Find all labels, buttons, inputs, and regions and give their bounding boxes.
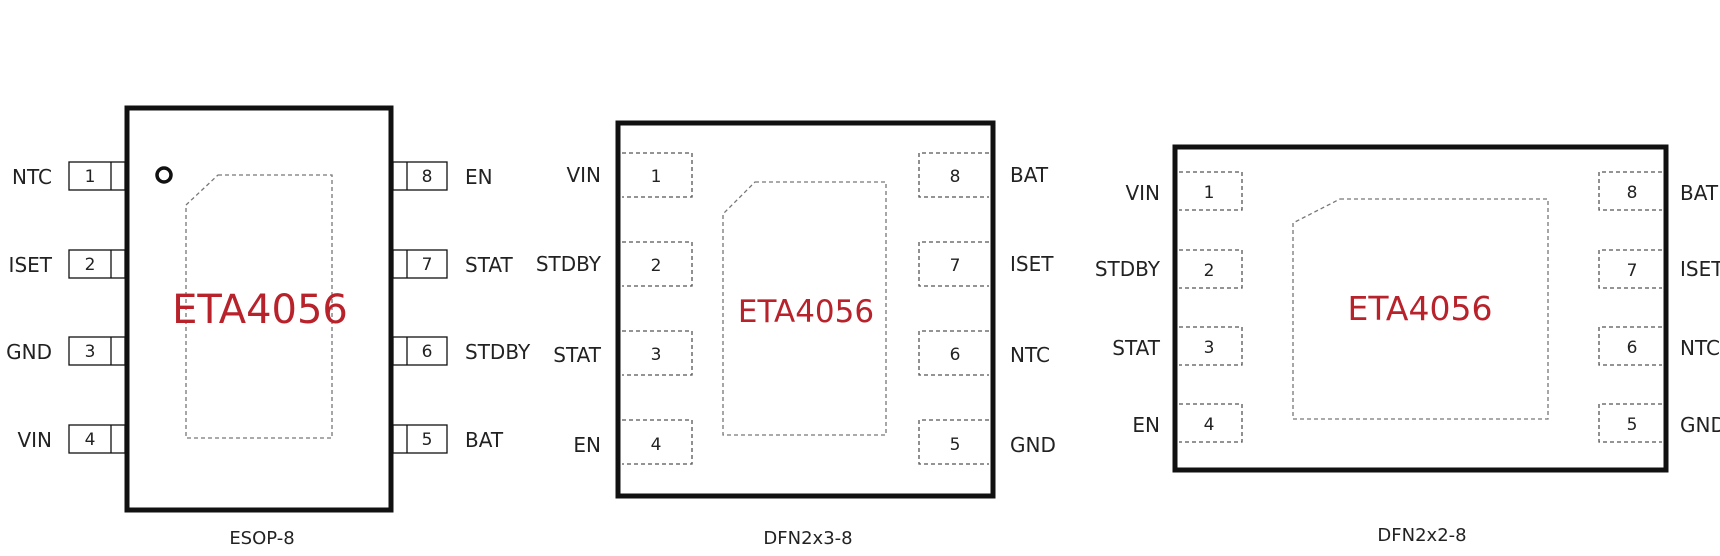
pin-number: 4 [85, 430, 96, 450]
pin-number: 2 [85, 255, 96, 275]
pin-name: EN [573, 433, 601, 457]
pin-6: 6 NTC [1598, 326, 1720, 366]
package-esop8: ETA4056 ESOP-8 1 NTC 2 ISET 3 GND 4 VIN [6, 105, 531, 549]
pin-number: 7 [1627, 261, 1638, 281]
pin-4: 4 EN [1132, 403, 1243, 443]
package-body [1172, 144, 1669, 473]
pin-8: 8 BAT [1598, 171, 1719, 211]
pin-number: 6 [950, 345, 961, 365]
pin-name: EN [1132, 413, 1160, 437]
pin-name: STAT [465, 253, 513, 277]
die-outline [1292, 198, 1549, 420]
pin-number: 1 [1204, 183, 1215, 203]
pin-6: 6 STDBY [392, 336, 531, 366]
pin-2: 2 STDBY [1095, 249, 1243, 289]
pin-2: 2 STDBY [536, 241, 693, 287]
pin-number: 5 [1627, 415, 1638, 435]
chip-name: ETA4056 [172, 287, 348, 333]
pin-name: STDBY [465, 340, 531, 364]
pin-name: STDBY [1095, 257, 1161, 281]
pin-name: STAT [553, 343, 601, 367]
pin-number: 3 [651, 345, 662, 365]
pin-1: 1 VIN [566, 152, 693, 198]
chip-name: ETA4056 [738, 294, 874, 330]
pin-name: NTC [1680, 336, 1720, 360]
pin-3: 3 GND [6, 336, 126, 366]
pin-number: 5 [950, 435, 961, 455]
pin-name: GND [1680, 413, 1720, 437]
pin-name: GND [6, 340, 52, 364]
chip-name: ETA4056 [1347, 289, 1492, 328]
pin-name: NTC [1010, 343, 1050, 367]
pin-name: VIN [17, 428, 52, 452]
pin1-marker-icon [155, 166, 173, 184]
pin-name: ISET [1680, 257, 1720, 281]
pin-number: 6 [422, 342, 433, 362]
pin-name: BAT [465, 428, 504, 452]
pin-name: ISET [9, 253, 53, 277]
pin-number: 8 [1627, 183, 1638, 203]
pin-name: VIN [1125, 181, 1160, 205]
pin-name: NTC [12, 165, 52, 189]
pin-name: STDBY [536, 252, 602, 276]
pin-number: 5 [422, 430, 433, 450]
pin-number: 8 [950, 167, 961, 187]
pin-5: 5 GND [918, 419, 1056, 465]
pin-number: 4 [651, 435, 662, 455]
pin-name: ISET [1010, 252, 1054, 276]
pin-6: 6 NTC [918, 330, 1050, 376]
pin-number: 2 [651, 256, 662, 276]
pin-number: 8 [422, 167, 433, 187]
pin-4: 4 EN [573, 419, 693, 465]
pin-number: 4 [1204, 415, 1215, 435]
pin-7: 7 ISET [1598, 249, 1720, 289]
pin-number: 3 [85, 342, 96, 362]
pin-2: 2 ISET [9, 249, 126, 279]
pin-4: 4 VIN [17, 424, 126, 454]
pin-name: VIN [566, 163, 601, 187]
package-label: DFN2x2-8 [1377, 525, 1466, 546]
pin-number: 3 [1204, 338, 1215, 358]
die-outline [722, 181, 887, 436]
pin-number: 7 [422, 255, 433, 275]
pin-number: 1 [651, 167, 662, 187]
pin-number: 7 [950, 256, 961, 276]
pin-name: BAT [1010, 163, 1049, 187]
package-label: ESOP-8 [229, 528, 294, 549]
pin-number: 1 [85, 167, 96, 187]
pin-5: 5 GND [1598, 403, 1720, 443]
pin-3: 3 STAT [553, 330, 693, 376]
package-dfn2x3: ETA4056 DFN2x3-8 1 VIN 2 STDBY 3 STAT 4 … [536, 120, 1056, 549]
package-label: DFN2x3-8 [763, 528, 852, 549]
pin-name: EN [465, 165, 493, 189]
pin-name: BAT [1680, 181, 1719, 205]
pin-8: 8 EN [392, 161, 493, 191]
pin-5: 5 BAT [392, 424, 504, 454]
pin-1: 1 VIN [1125, 171, 1243, 211]
pin-number: 2 [1204, 261, 1215, 281]
package-dfn2x2: ETA4056 DFN2x2-8 1 VIN 2 STDBY 3 STAT 4 … [1095, 144, 1720, 546]
pin-number: 6 [1627, 338, 1638, 358]
die-outline [185, 174, 333, 439]
pin-3: 3 STAT [1112, 326, 1243, 366]
package-body [124, 105, 394, 513]
pin-name: GND [1010, 433, 1056, 457]
pin-7: 7 ISET [918, 241, 1054, 287]
pin-1: 1 NTC [12, 161, 126, 191]
pin-name: STAT [1112, 336, 1160, 360]
pin-8: 8 BAT [918, 152, 1049, 198]
package-body [615, 120, 996, 499]
pin-7: 7 STAT [392, 249, 513, 279]
